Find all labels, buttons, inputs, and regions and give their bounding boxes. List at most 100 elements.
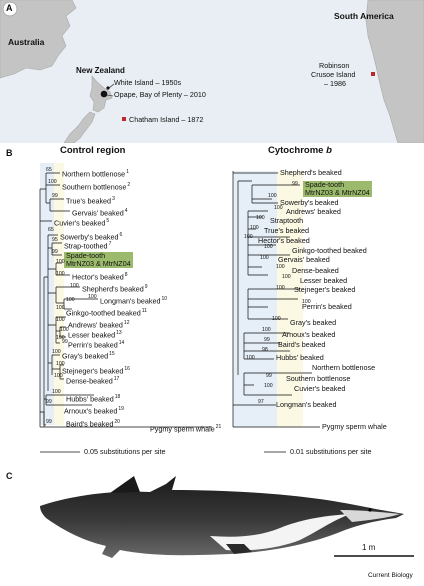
bootstrap-value: 100 — [272, 316, 281, 322]
control-taxon: Gervais' beaked4 — [72, 208, 128, 218]
south-america-label: South America — [334, 11, 394, 21]
panel-a-badge — [2, 1, 18, 17]
bootstrap-value: 100 — [60, 327, 69, 333]
panel-b-letter: B — [6, 148, 13, 158]
cytb-taxon: Gervais' beaked — [278, 255, 330, 264]
white-island-label: White Island – 1950s — [114, 78, 182, 87]
robinson-label-1: Robinson — [319, 61, 350, 70]
white-island-marker — [106, 86, 110, 90]
opape-label: Opape, Bay of Plenty – 2010 — [114, 90, 206, 99]
chatham-label: Chatham Island – 1872 — [129, 115, 204, 124]
bootstrap-value: 100 — [274, 205, 283, 211]
cytb-taxon: Perrin's beaked — [302, 302, 352, 311]
bootstrap-value: 100 — [246, 355, 255, 361]
map-svg — [0, 0, 424, 143]
bootstrap-value: 100 — [282, 274, 291, 280]
cytb-taxon: Northern bottlenose — [312, 363, 376, 372]
cytb-taxon: Ginkgo-toothed beaked — [292, 246, 367, 255]
trees-panel: B Control region Cytochrome b Northern b… — [0, 143, 424, 466]
bootstrap-value: 100 — [52, 349, 61, 355]
bootstrap-value: 100 — [56, 271, 65, 277]
new-zealand-label: New Zealand — [76, 66, 125, 75]
whale-head-marking — [340, 510, 400, 522]
control-taxon: Arnoux's beaked19 — [64, 406, 124, 416]
bootstrap-value: 100 — [88, 294, 97, 300]
robinson-label-2: Crusoe Island — [311, 70, 356, 79]
bootstrap-value: 99 — [46, 399, 52, 405]
control-taxon: Hubbs' beaked18 — [66, 394, 121, 404]
bootstrap-value: 100 — [244, 234, 253, 240]
whale-dorsal-fin — [110, 476, 140, 493]
cytb-taxon: Cuvier's beaked — [294, 384, 346, 393]
opape-marker — [100, 90, 108, 98]
control-title: Control region — [60, 145, 126, 156]
whale-scale-label: 1 m — [362, 543, 376, 552]
bootstrap-value: 100 — [56, 259, 65, 265]
control-taxon: Stejneger's beaked16 — [62, 366, 130, 376]
bootstrap-value: 100 — [256, 215, 265, 221]
control-shade-yellow — [54, 163, 64, 425]
chatham-marker — [122, 117, 126, 121]
bootstrap-value: 95 — [52, 237, 58, 243]
south-america-landmass — [365, 0, 424, 143]
cytb-taxon: Shepherd's beaked — [280, 168, 342, 177]
bootstrap-value: 99 — [52, 193, 58, 199]
control-taxon: Northern bottlenose1 — [62, 169, 129, 179]
control-taxon: Hector's beaked8 — [72, 272, 128, 282]
australia-landmass — [0, 0, 77, 79]
cytb-taxon: Lesser beaked — [300, 276, 348, 285]
map-panel: A Australia South America New Zealand Wh… — [0, 0, 424, 143]
cytb-title: Cytochrome b — [268, 145, 332, 156]
cytb-scale-label: 0.01 substitutions per site — [290, 447, 372, 456]
cytb-taxon: Arnoux's beaked — [282, 330, 336, 339]
bootstrap-value: 97 — [258, 399, 264, 405]
control-branches — [39, 172, 212, 428]
cytb-taxon: Stejneger's beaked — [294, 285, 356, 294]
bootstrap-value: 100 — [264, 383, 273, 389]
control-taxon: Sowerby's beaked6 — [60, 232, 123, 242]
cytb-taxon: Baird's beaked — [278, 340, 326, 349]
white-island-leader — [108, 83, 115, 89]
control-taxon: Strap-toothed7 — [64, 241, 112, 251]
whale-flipper — [226, 544, 252, 554]
bootstrap-value: 100 — [54, 373, 63, 379]
cytb-taxon: True's beaked — [264, 226, 310, 235]
whale-belly-marking — [210, 514, 350, 551]
bootstrap-value: 100 — [260, 255, 269, 261]
bootstrap-value: 99 — [266, 373, 272, 379]
bootstrap-value: 100 — [302, 299, 311, 305]
cytb-taxon: Pygmy sperm whale — [322, 422, 387, 431]
cytb-taxon: Hubbs' beaked — [276, 353, 324, 362]
bootstrap-value: 99 — [292, 181, 298, 187]
bootstrap-value: 99 — [46, 419, 52, 425]
control-taxon: Gray's beaked15 — [62, 351, 115, 361]
bootstrap-value: 100 — [56, 361, 65, 367]
robinson-label-3: – 1986 — [324, 79, 346, 88]
control-taxon: Baird's beaked20 — [66, 419, 120, 429]
control-taxon: Andrews' beaked12 — [68, 320, 130, 330]
sea — [0, 0, 424, 143]
control-taxon: Shepherd's beaked9 — [82, 284, 148, 294]
control-taxon: True's beaked3 — [66, 196, 115, 206]
control-taxon: Cuvier's beaked5 — [54, 218, 110, 228]
bootstrap-value: 100 — [70, 283, 79, 289]
bootstrap-value: 100 — [48, 179, 57, 185]
bootstrap-value: 100 — [52, 389, 61, 395]
bootstrap-value: 65 — [48, 227, 54, 233]
whale-panel: C 1 m Current Biology — [0, 466, 424, 586]
control-taxon: Lesser beaked13 — [68, 330, 122, 340]
bootstrap-value: 100 — [66, 297, 75, 303]
robinson-crusoe-marker — [371, 72, 375, 76]
cytb-taxon: Gray's beaked — [290, 318, 337, 327]
control-taxon: Dense-beaked17 — [66, 376, 120, 386]
cytb-taxon: Andrews' beaked — [286, 207, 341, 216]
cytb-taxon: Hector's beaked — [258, 236, 310, 245]
whale-body — [40, 476, 404, 558]
bootstrap-value: 100 — [264, 244, 273, 250]
bootstrap-value: 65 — [46, 167, 52, 173]
bootstrap-value: 100 — [276, 285, 285, 291]
bootstrap-value: 99 — [62, 339, 68, 345]
opape-leader — [106, 94, 114, 97]
